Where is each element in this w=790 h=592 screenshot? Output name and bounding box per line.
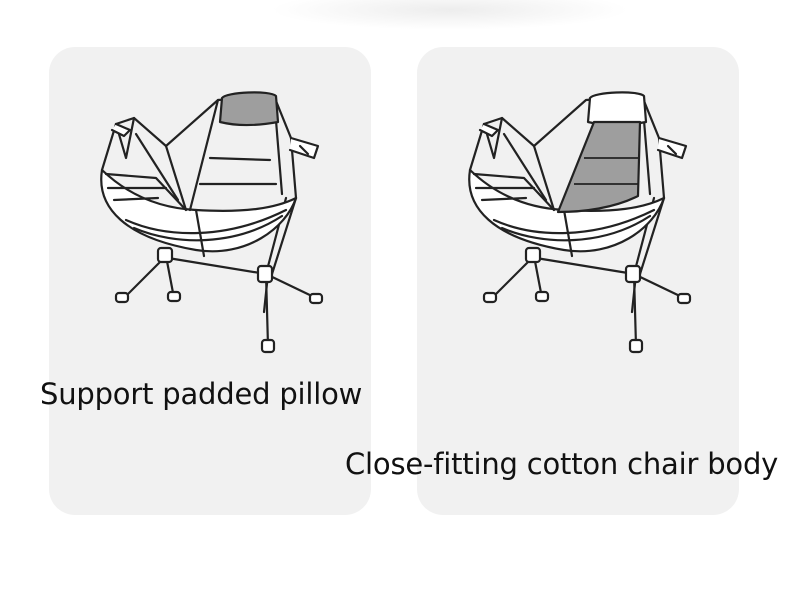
caption-pillow: Support padded pillow	[40, 377, 363, 411]
caption-chair-body: Close-fitting cotton chair body	[345, 447, 779, 481]
pillow-highlight	[218, 91, 280, 127]
chair-illustration-chair-body	[468, 91, 692, 354]
chair-body-highlight	[556, 120, 642, 214]
top-decorative-smudge	[270, 0, 630, 30]
feature-panel-pillow	[49, 47, 371, 515]
chair-illustration-pillow	[100, 91, 324, 354]
feature-panel-chair-body	[417, 47, 739, 515]
